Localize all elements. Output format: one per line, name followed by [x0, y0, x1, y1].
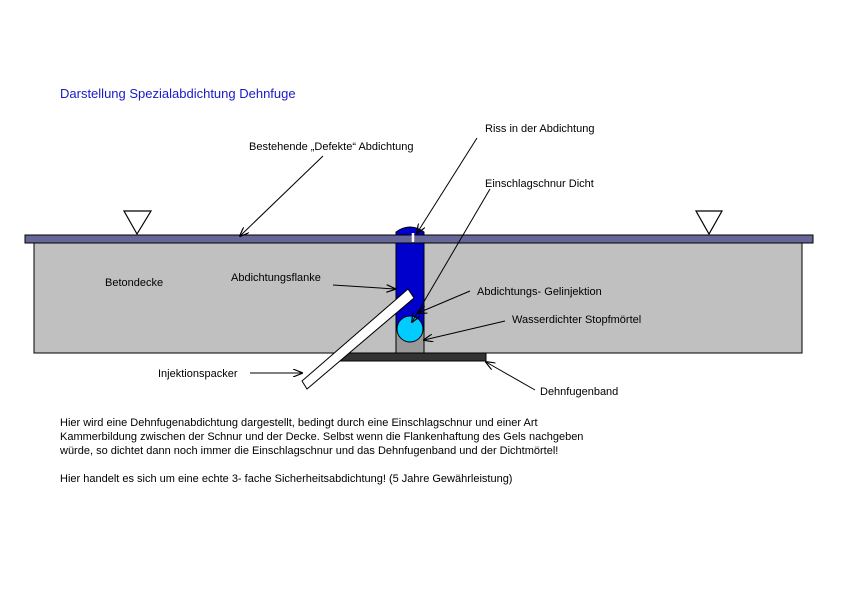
label-riss: Riss in der Abdichtung: [485, 123, 594, 135]
description-line: würde, so dichtet dann noch immer die Ei…: [60, 445, 559, 457]
label-stopfmoertel: Wasserdichter Stopfmörtel: [512, 314, 641, 326]
diagram-title: Darstellung Spezialabdichtung Dehnfuge: [60, 86, 296, 101]
level-triangle-left: [122, 210, 153, 236]
label-bestehende: Bestehende „Defekte“ Abdichtung: [249, 141, 414, 153]
description-line: Hier wird eine Dehnfugenabdichtung darge…: [60, 417, 538, 429]
label-injektionspacker: Injektionspacker: [158, 368, 238, 380]
arrow-abdichtungsflanke: [332, 285, 395, 289]
label-betondecke: Betondecke: [105, 277, 163, 289]
label-dehnfugenband: Dehnfugenband: [540, 386, 618, 398]
label-einschlagschnur: Einschlagschnur Dicht: [485, 178, 594, 190]
concrete-slab-right: [423, 242, 803, 354]
description-text: Hier wird eine Dehnfugenabdichtung darge…: [60, 416, 700, 486]
arrow-einschlagschnur: [412, 188, 491, 322]
description-paragraph-1: Hier wird eine Dehnfugenabdichtung darge…: [60, 416, 700, 458]
concrete-slab-left: [33, 242, 397, 354]
arrow-bestehende: [240, 155, 324, 236]
arrow-dehnfugenband: [486, 362, 536, 391]
sealing-cord: [396, 315, 424, 343]
arrow-stopfmoertel: [424, 320, 506, 340]
level-triangle-right: [694, 210, 724, 236]
label-abdichtungsflanke: Abdichtungsflanke: [231, 272, 321, 284]
injection-packer: [301, 288, 415, 390]
expansion-band: [339, 352, 487, 362]
description-paragraph-2: Hier handelt es sich um eine echte 3- fa…: [60, 473, 513, 485]
existing-membrane: [24, 234, 814, 244]
label-gelinjektion: Abdichtungs- Gelinjektion: [477, 286, 602, 298]
arrow-riss: [417, 137, 478, 233]
arrow-gelinjektion: [418, 290, 471, 313]
description-line: Kammerbildung zwischen der Schnur und de…: [60, 431, 584, 443]
